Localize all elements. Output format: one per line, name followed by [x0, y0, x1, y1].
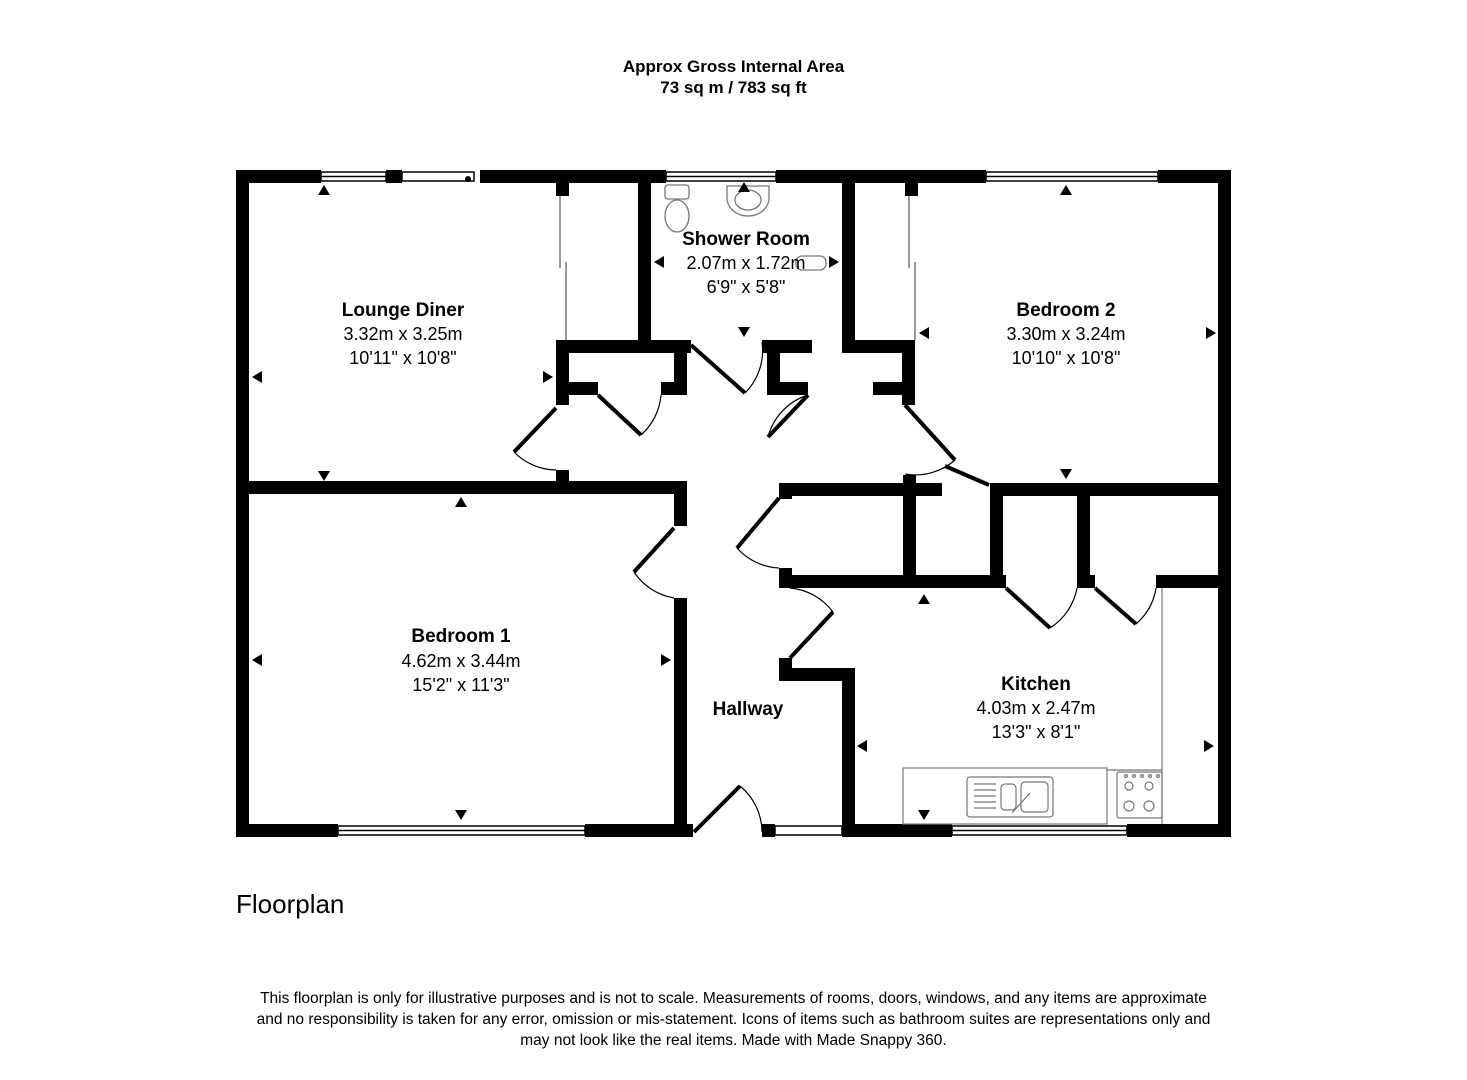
room-dimensions-imperial: 15'2" x 11'3" — [412, 675, 509, 695]
room-dimensions-metric: 4.62m x 3.44m — [401, 651, 520, 671]
disclaimer-line: This floorplan is only for illustrative … — [260, 990, 1207, 1007]
room-name: Kitchen — [1001, 674, 1071, 695]
room-dimensions-metric: 3.30m x 3.24m — [1006, 324, 1125, 344]
room-dimensions-metric: 3.32m x 3.25m — [343, 324, 462, 344]
room-name: Bedroom 2 — [1016, 300, 1115, 321]
room-dimensions-imperial: 10'10" x 10'8" — [1012, 348, 1121, 368]
toilet-icon — [664, 184, 690, 233]
disclaimer-line: and no responsibility is taken for any e… — [256, 1011, 1211, 1028]
kitchen-worktop — [902, 767, 1108, 825]
room-name: Lounge Diner — [342, 300, 465, 321]
room-shower-room: Shower Room 2.07m x 1.72m 6'9" x 5'8" — [682, 229, 810, 297]
room-lounge-diner: Lounge Diner 3.32m x 3.25m 10'11" x 10'8… — [342, 300, 465, 368]
room-labels: Lounge Diner 3.32m x 3.25m 10'11" x 10'8… — [342, 229, 1126, 742]
room-bedroom-1: Bedroom 1 4.62m x 3.44m 15'2" x 11'3" — [401, 626, 520, 695]
room-dimensions-imperial: 13'3" x 8'1" — [992, 722, 1081, 742]
sink-icon — [966, 776, 1054, 818]
area-title: Approx Gross Internal Area — [622, 57, 845, 76]
disclaimer-line: may not look like the real items. Made w… — [520, 1032, 947, 1049]
doors — [512, 341, 1157, 834]
wardrobe-sliding-doors — [559, 196, 916, 340]
measurement-markers — [252, 182, 1216, 820]
room-kitchen: Kitchen 4.03m x 2.47m 13'3" x 8'1" — [976, 674, 1095, 742]
kitchen-fixtures — [902, 588, 1163, 825]
room-dimensions-imperial: 10'11" x 10'8" — [349, 348, 456, 368]
room-name: Hallway — [713, 699, 784, 720]
area-value: 73 sq m / 783 sq ft — [660, 78, 807, 97]
windows — [320, 171, 1159, 836]
shower-room-fixtures — [664, 184, 827, 271]
room-name: Shower Room — [682, 229, 810, 250]
room-bedroom-2: Bedroom 2 3.30m x 3.24m 10'10" x 10'8" — [1006, 300, 1125, 368]
room-dimensions-metric: 2.07m x 1.72m — [686, 253, 805, 273]
room-dimensions-imperial: 6'9" x 5'8" — [707, 277, 786, 297]
room-hallway: Hallway — [713, 699, 784, 720]
disclaimer: This floorplan is only for illustrative … — [0, 988, 1467, 1051]
hob-icon — [1116, 771, 1163, 819]
towel-rail-icon — [795, 255, 827, 271]
area-header: Approx Gross Internal Area 73 sq m / 783… — [0, 56, 1467, 98]
sliding-door-lounge — [401, 171, 475, 182]
room-name: Bedroom 1 — [411, 626, 511, 647]
room-dimensions-metric: 4.03m x 2.47m — [976, 698, 1095, 718]
floorplan-caption: Floorplan — [236, 889, 345, 919]
walls — [236, 170, 1231, 837]
window-hallway — [774, 825, 843, 836]
